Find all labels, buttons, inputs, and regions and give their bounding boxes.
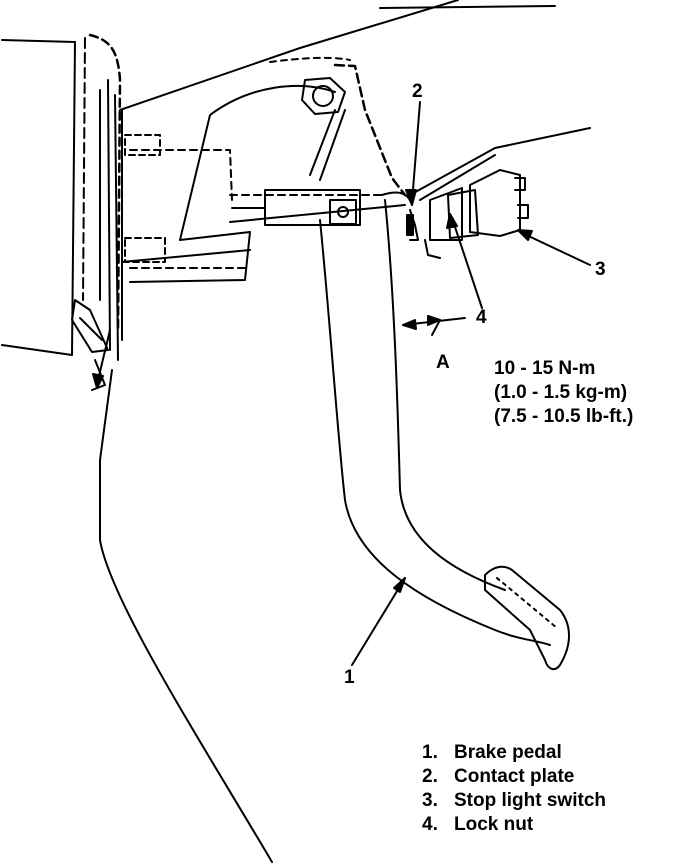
legend-label: Stop light switch xyxy=(454,790,606,811)
pivot-spring xyxy=(301,63,407,197)
dimension-a-arrow-left xyxy=(402,319,417,330)
dimension-a-ext xyxy=(431,319,441,336)
legend-label: Brake pedal xyxy=(454,742,562,763)
legend-number: 3. xyxy=(422,790,438,811)
arrowhead-1 xyxy=(393,577,406,593)
legend-item: 3. Stop light switch xyxy=(422,789,606,813)
leader-3 xyxy=(519,231,591,266)
legend-item: 4. Lock nut xyxy=(422,813,606,837)
parts-legend: 1. Brake pedal 2. Contact plate 3. Stop … xyxy=(422,741,606,837)
dimension-a-label: A xyxy=(436,352,450,373)
torque-spec: 10 - 15 N-m (1.0 - 1.5 kg-m) (7.5 - 10.5… xyxy=(494,357,633,429)
legend-number: 1. xyxy=(422,742,438,763)
callout-1: 1 xyxy=(344,667,355,688)
leader-2 xyxy=(411,101,421,203)
pedal-bracket xyxy=(121,84,406,283)
callout-2: 2 xyxy=(412,81,423,102)
stop-light-switch xyxy=(406,127,591,259)
side-leader xyxy=(97,329,111,381)
callout-4: 4 xyxy=(476,307,487,328)
firewall-panel xyxy=(1,33,123,391)
floor-line xyxy=(99,369,273,863)
legend-label: Lock nut xyxy=(454,814,534,835)
dashboard-top xyxy=(119,0,556,111)
leader-4 xyxy=(451,217,483,309)
side-arrowhead xyxy=(92,373,104,389)
dimension-a-arrow-right xyxy=(427,315,441,326)
torque-spec-lbft: (7.5 - 10.5 lb-ft.) xyxy=(494,406,634,427)
torque-spec-nm: 10 - 15 N-m xyxy=(494,358,596,379)
legend-number: 2. xyxy=(422,766,438,787)
callout-leaders xyxy=(92,101,591,666)
callout-3: 3 xyxy=(595,259,606,280)
legend-item: 2. Contact plate xyxy=(422,765,606,789)
arrowhead-4 xyxy=(446,213,458,229)
pedal-pad xyxy=(484,565,570,671)
legend-number: 4. xyxy=(422,814,438,835)
arrowhead-3 xyxy=(517,229,533,241)
arrowhead-2 xyxy=(405,189,417,206)
leader-1 xyxy=(351,577,406,666)
torque-spec-kgm: (1.0 - 1.5 kg-m) xyxy=(494,382,628,403)
legend-label: Contact plate xyxy=(454,766,575,787)
legend-item: 1. Brake pedal xyxy=(422,741,606,765)
